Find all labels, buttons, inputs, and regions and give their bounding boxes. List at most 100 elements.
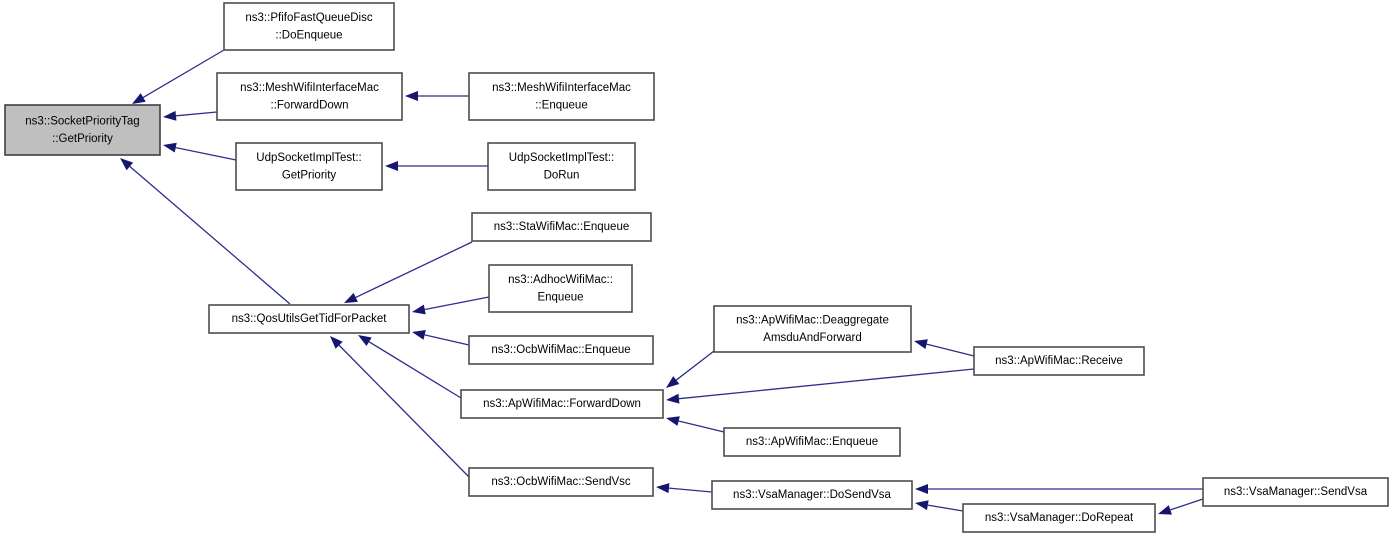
node-adhocwifimac_enqueue[interactable]: ns3::AdhocWifiMac::Enqueue	[488, 264, 633, 313]
edge-arrowhead-icon	[656, 483, 670, 494]
node-label: ns3::MeshWifiInterfaceMac	[492, 82, 631, 94]
node-label: ::DoEnqueue	[275, 29, 342, 41]
node-box[interactable]	[460, 389, 664, 419]
node-box[interactable]	[216, 72, 403, 121]
edge-vsamanager_sendvsa-to-vsamanager_dorepeat	[1158, 498, 1204, 515]
edge-line	[678, 368, 975, 400]
edge-apwifimac_deaggregateamsduandforward-to-apwifimac_forwarddown	[666, 350, 715, 388]
node-box[interactable]	[711, 480, 913, 510]
edge-line	[424, 296, 490, 311]
edge-line	[175, 111, 218, 117]
node-box[interactable]	[723, 427, 901, 457]
edge-line	[368, 341, 462, 399]
node-label: ::ForwardDown	[271, 99, 349, 111]
node-meshwifiinterfacemac_forwarddown[interactable]: ns3::MeshWifiInterfaceMac::ForwardDown	[216, 72, 403, 121]
edge-ocbwifimac_sendvsc-to-qosutilsgettidforpacket	[330, 336, 470, 478]
node-box[interactable]	[1202, 477, 1389, 507]
edge-line	[129, 165, 291, 305]
edge-line	[678, 420, 725, 433]
node-box[interactable]	[208, 304, 410, 334]
node-box[interactable]	[973, 346, 1145, 376]
edge-line	[338, 344, 470, 478]
node-box[interactable]	[962, 503, 1156, 533]
node-box[interactable]	[488, 264, 633, 313]
edge-apwifimac_receive-to-apwifimac_deaggregateamsduandforward	[914, 339, 975, 357]
node-label: ns3::VsaManager::DoSendVsa	[733, 489, 892, 501]
node-vsamanager_sendvsa[interactable]: ns3::VsaManager::SendVsa	[1202, 477, 1389, 507]
node-vsamanager_dosendvsa[interactable]: ns3::VsaManager::DoSendVsa	[711, 480, 913, 510]
node-label: ::GetPriority	[52, 133, 113, 145]
node-label: UdpSocketImplTest::	[256, 152, 361, 164]
node-box[interactable]	[471, 212, 652, 242]
edge-line	[424, 334, 470, 346]
node-label: ns3::ApWifiMac::ForwardDown	[483, 398, 641, 410]
node-box[interactable]	[487, 142, 636, 191]
node-label: ns3::AdhocWifiMac::	[508, 274, 613, 286]
node-label: ns3::ApWifiMac::Enqueue	[746, 436, 878, 448]
edge-arrowhead-icon	[1158, 505, 1172, 515]
node-label: ns3::ApWifiMac::Receive	[995, 355, 1123, 367]
node-box[interactable]	[223, 2, 395, 51]
node-udpsocketimpltest_getpriority[interactable]: UdpSocketImplTest::GetPriority	[235, 142, 383, 191]
edge-stawifimac_enqueue-to-qosutilsgettidforpacket	[344, 241, 473, 303]
node-socketprioritytag_getpriority[interactable]: ns3::SocketPriorityTag::GetPriority	[4, 104, 161, 156]
node-label: ns3::OcbWifiMac::SendVsc	[491, 476, 631, 488]
edge-arrowhead-icon	[666, 376, 680, 388]
node-label: ns3::PfifoFastQueueDisc	[245, 12, 372, 24]
node-qosutilsgettidforpacket[interactable]: ns3::QosUtilsGetTidForPacket	[208, 304, 410, 334]
node-vsamanager_dorepeat[interactable]: ns3::VsaManager::DoRepeat	[962, 503, 1156, 533]
node-box[interactable]	[713, 305, 912, 353]
node-label: ns3::VsaManager::DoRepeat	[985, 512, 1134, 524]
edge-arrowhead-icon	[405, 91, 418, 101]
edge-line	[175, 146, 237, 161]
edge-qosutilsgettidforpacket-to-socketprioritytag_getpriority	[120, 158, 291, 305]
edge-arrowhead-icon	[385, 161, 398, 171]
edge-adhocwifimac_enqueue-to-qosutilsgettidforpacket	[412, 296, 490, 315]
edge-pfifofastqueuedisc_doenqueue-to-socketprioritytag_getpriority	[132, 49, 225, 104]
node-ocbwifimac_enqueue[interactable]: ns3::OcbWifiMac::Enqueue	[468, 335, 654, 365]
node-udpsocketimpltest_dorun[interactable]: UdpSocketImplTest::DoRun	[487, 142, 636, 191]
edge-arrowhead-icon	[132, 93, 146, 104]
edge-arrowhead-icon	[358, 335, 372, 347]
node-label: AmsduAndForward	[763, 332, 861, 344]
node-box[interactable]	[468, 467, 654, 497]
node-pfifofastqueuedisc_doenqueue[interactable]: ns3::PfifoFastQueueDisc::DoEnqueue	[223, 2, 395, 51]
node-box[interactable]	[468, 72, 655, 121]
node-stawifimac_enqueue[interactable]: ns3::StaWifiMac::Enqueue	[471, 212, 652, 242]
node-ocbwifimac_sendvsc[interactable]: ns3::OcbWifiMac::SendVsc	[468, 467, 654, 497]
node-label: ns3::OcbWifiMac::Enqueue	[491, 344, 630, 356]
edge-line	[927, 504, 964, 512]
node-label: ns3::VsaManager::SendVsa	[1224, 486, 1368, 498]
node-box[interactable]	[235, 142, 383, 191]
node-apwifimac_enqueue[interactable]: ns3::ApWifiMac::Enqueue	[723, 427, 901, 457]
edge-line	[675, 350, 715, 381]
node-label: GetPriority	[282, 169, 337, 181]
edge-line	[355, 241, 473, 298]
edge-apwifimac_receive-to-apwifimac_forwarddown	[666, 368, 975, 404]
edge-arrowhead-icon	[163, 110, 177, 121]
edge-meshwifiinterfacemac_enqueue-to-meshwifiinterfacemac_forwarddown	[405, 91, 469, 101]
node-apwifimac_receive[interactable]: ns3::ApWifiMac::Receive	[973, 346, 1145, 376]
edge-line	[142, 49, 225, 98]
edge-arrowhead-icon	[915, 500, 929, 511]
node-box[interactable]	[468, 335, 654, 365]
edge-vsamanager_sendvsa-to-vsamanager_dosendvsa	[915, 484, 1203, 494]
node-label: ::Enqueue	[535, 99, 587, 111]
node-apwifimac_forwarddown[interactable]: ns3::ApWifiMac::ForwardDown	[460, 389, 664, 419]
edge-udpsocketimpltest_getpriority-to-socketprioritytag_getpriority	[163, 142, 237, 161]
node-meshwifiinterfacemac_enqueue[interactable]: ns3::MeshWifiInterfaceMac::Enqueue	[468, 72, 655, 121]
node-label: DoRun	[544, 169, 580, 181]
edge-vsamanager_dosendvsa-to-ocbwifimac_sendvsc	[656, 483, 713, 494]
edge-apwifimac_enqueue-to-apwifimac_forwarddown	[666, 416, 725, 433]
edge-arrowhead-icon	[330, 336, 343, 349]
node-label: ns3::QosUtilsGetTidForPacket	[232, 313, 388, 325]
node-box[interactable]	[4, 104, 161, 156]
edge-arrowhead-icon	[914, 339, 928, 350]
edge-arrowhead-icon	[915, 484, 928, 494]
node-label: ns3::SocketPriorityTag	[25, 115, 139, 127]
edge-meshwifiinterfacemac_forwarddown-to-socketprioritytag_getpriority	[163, 110, 218, 121]
edge-arrowhead-icon	[344, 292, 358, 303]
node-apwifimac_deaggregateamsduandforward[interactable]: ns3::ApWifiMac::DeaggregateAmsduAndForwa…	[713, 305, 912, 353]
